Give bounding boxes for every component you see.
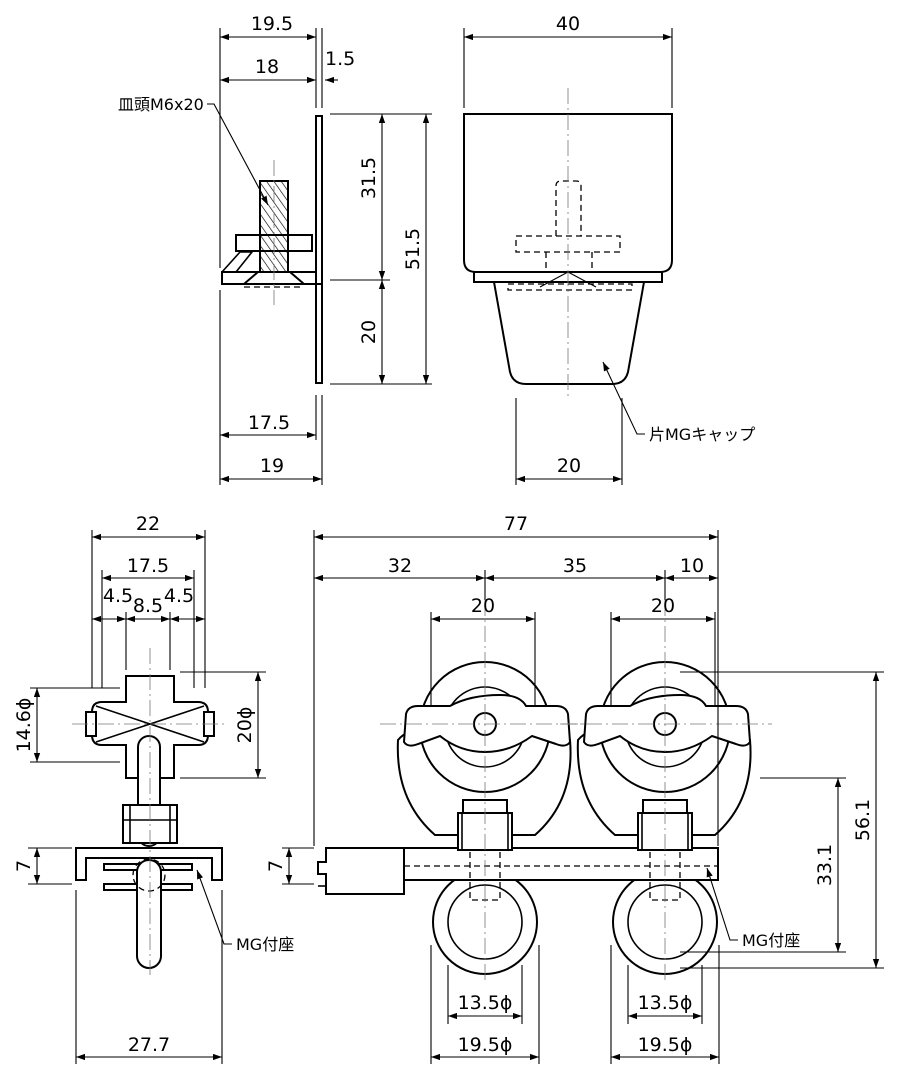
dim-27-7: 27.7 — [128, 1034, 170, 1056]
dim-35: 35 — [563, 555, 587, 577]
dim-51-5: 51.5 — [402, 228, 424, 270]
dim-31-5: 31.5 — [358, 157, 380, 199]
dim-14-6-dia: 14.6ϕ — [13, 698, 35, 753]
dim-7-right: 7 — [265, 860, 287, 872]
top-right-view: 片MGキャップ 40 20 — [463, 13, 755, 485]
dim-4-5-right: 4.5 — [164, 585, 194, 607]
screw-label: 皿頭M6x20 — [118, 95, 204, 114]
dim-19-5-left: 19.5ϕ — [458, 1034, 513, 1056]
dim-20-left-wheel: 20 — [471, 595, 495, 617]
seat-label-right: MG付座 — [742, 931, 800, 950]
cap-lower — [492, 281, 646, 385]
dim-1-5: 1.5 — [325, 48, 355, 70]
bracket-lower — [315, 283, 323, 384]
runner-left — [380, 600, 592, 980]
bottom-left-view: MG付座 22 17.5 4.5 8.5 4.5 14.6ϕ 20ϕ 7 — [13, 513, 294, 1064]
dim-19-5: 19.5 — [251, 13, 293, 35]
dim-4-5-left: 4.5 — [103, 585, 133, 607]
dim-77: 77 — [504, 513, 528, 535]
dim-33-1: 33.1 — [814, 844, 836, 886]
dim-19-5-right: 19.5ϕ — [638, 1034, 693, 1056]
dim-22: 22 — [136, 513, 160, 535]
dim-13-5-left: 13.5ϕ — [458, 992, 513, 1014]
dim-56-1: 56.1 — [852, 799, 874, 841]
dim-19: 19 — [260, 455, 284, 477]
seat-label-left: MG付座 — [236, 935, 294, 954]
runner-right — [560, 600, 772, 980]
dim-20-right-wheel: 20 — [651, 595, 675, 617]
dim-18: 18 — [255, 56, 279, 78]
dim-7-left: 7 — [13, 860, 35, 872]
dim-8-5: 8.5 — [133, 595, 163, 617]
bracket-profile — [311, 115, 323, 285]
top-left-view: 皿頭M6x20 19.5 18 1.5 31.5 51.5 20 17.5 19 — [118, 13, 432, 485]
pin — [136, 859, 162, 969]
dim-17-5-bottom: 17.5 — [127, 555, 169, 577]
dim-13-5-right: 13.5ϕ — [638, 992, 693, 1014]
bottom-right-view: MG付座 77 32 35 10 20 20 — [265, 513, 884, 1064]
dim-20-cap: 20 — [557, 455, 581, 477]
dim-17-5: 17.5 — [248, 412, 290, 434]
dim-40: 40 — [556, 13, 580, 35]
dim-10: 10 — [680, 555, 704, 577]
cap-label: 片MGキャップ — [649, 425, 755, 444]
mg-seat-side — [75, 847, 223, 881]
dim-20-dia: 20ϕ — [234, 707, 256, 744]
dim-32: 32 — [388, 555, 412, 577]
dim-20-side: 20 — [358, 320, 380, 344]
